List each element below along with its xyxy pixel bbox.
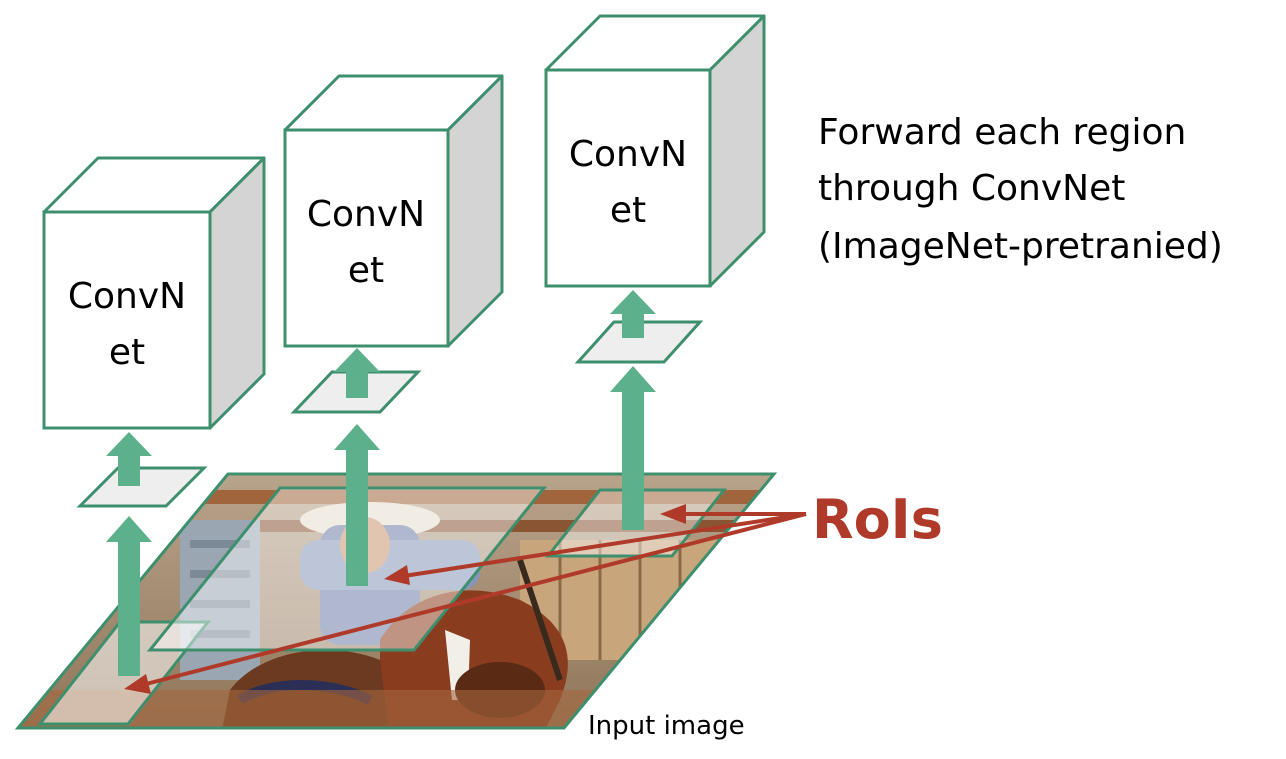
caption-line2: through ConvNet [818, 168, 1125, 209]
convnet-label-line2: et [348, 250, 384, 291]
input-image-label: Input image [588, 711, 745, 741]
warped-region [76, 466, 208, 508]
arrow-head [106, 516, 152, 542]
arrow-head [610, 290, 656, 314]
arrow-shaft [622, 388, 644, 530]
warped-region [574, 320, 704, 364]
arrow-head [334, 424, 380, 450]
rois-label: RoIs [812, 488, 943, 551]
convnet-box: ConvN et [544, 14, 766, 288]
convnet-label-line2: et [109, 332, 145, 373]
roi-pointer-head [384, 565, 410, 585]
convnet-label-line1: ConvN [569, 134, 687, 175]
arrow-head [334, 348, 380, 372]
convnet-label-line2: et [610, 190, 646, 231]
roi-pointer-line [145, 512, 807, 686]
roi-pointer-line [403, 512, 807, 578]
roi-pointer-head [124, 674, 151, 694]
arrow-shaft [118, 454, 140, 486]
convnet-label-line1: ConvN [307, 194, 425, 235]
arrow-shaft [346, 446, 368, 586]
pipeline-left: ConvN et [42, 156, 266, 676]
arrow-shaft [622, 310, 644, 338]
roi-pointer-head [660, 504, 686, 524]
caption-line3: (ImageNet-pretranied) [818, 226, 1223, 267]
pipeline-right: ConvN et [544, 14, 766, 530]
caption: Forward each region through ConvNet (Ima… [818, 112, 1223, 267]
arrow-shaft [118, 540, 140, 676]
arrow-shaft [346, 368, 368, 398]
convnet-label-line1: ConvN [68, 276, 186, 317]
convnet-box: ConvN et [283, 74, 504, 348]
caption-line1: Forward each region [818, 112, 1186, 153]
arrow-head [610, 366, 656, 392]
arrow-head [106, 432, 152, 456]
roi-pointers [124, 504, 807, 694]
convnet-box: ConvN et [42, 156, 266, 430]
pipeline-middle: ConvN et [283, 74, 504, 586]
